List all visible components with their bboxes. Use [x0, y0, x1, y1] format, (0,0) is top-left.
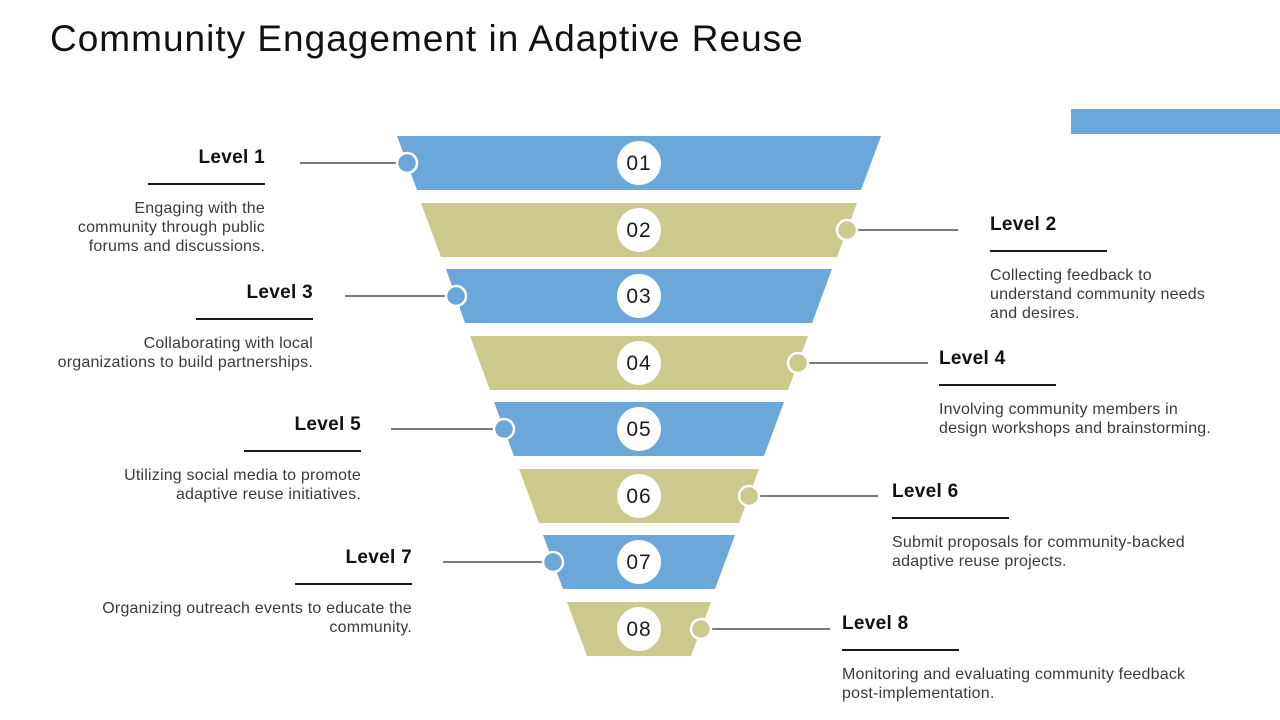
- segment-number-8: 08: [626, 618, 651, 641]
- level-block-8: Level 8 Monitoring and evaluating commun…: [842, 613, 1232, 703]
- level-2-label: Level 2: [990, 214, 1057, 235]
- level-8-label: Level 8: [842, 613, 909, 634]
- page-title: Community Engagement in Adaptive Reuse: [50, 18, 804, 59]
- connector-dot-8: [689, 617, 713, 641]
- number-badge-2: [617, 208, 661, 252]
- number-badge-1: [617, 141, 661, 185]
- level-7-label: Level 7: [345, 547, 412, 568]
- level-3-description: Collaborating with local organizations t…: [57, 335, 313, 371]
- level-4-underline: [939, 384, 1056, 386]
- level-5-label: Level 5: [294, 414, 361, 435]
- number-badge-8: [617, 607, 661, 651]
- level-8-underline: [842, 649, 959, 651]
- level-6-label: Level 6: [892, 481, 959, 502]
- level-block-7: Level 7 Organizing outreach events to ed…: [52, 547, 412, 637]
- connector-dot-2: [835, 218, 859, 242]
- level-block-1: Level 1 Engaging with the community thro…: [0, 147, 265, 256]
- level-7-underline: [295, 583, 412, 585]
- level-1-underline: [148, 183, 265, 185]
- segment-number-5: 05: [626, 418, 651, 441]
- segment-number-6: 06: [626, 485, 651, 508]
- level-block-2: Level 2 Collecting feedback to understan…: [990, 214, 1252, 323]
- number-badge-6: [617, 474, 661, 518]
- level-3-underline: [196, 318, 313, 320]
- level-5-description: Utilizing social media to promote adapti…: [124, 467, 361, 503]
- segment-number-1: 01: [626, 152, 651, 175]
- level-3-label: Level 3: [246, 282, 313, 303]
- connector-dot-5: [492, 417, 516, 441]
- level-block-5: Level 5 Utilizing social media to promot…: [61, 414, 361, 504]
- level-1-label: Level 1: [198, 147, 265, 168]
- segment-number-2: 02: [626, 219, 651, 242]
- level-block-4: Level 4 Involving community members in d…: [939, 348, 1239, 438]
- segment-number-7: 07: [626, 551, 651, 574]
- level-block-3: Level 3 Collaborating with local organiz…: [13, 282, 313, 372]
- number-badge-4: [617, 341, 661, 385]
- level-5-underline: [244, 450, 361, 452]
- level-2-description: Collecting feedback to understand commun…: [990, 267, 1206, 322]
- level-7-description: Organizing outreach events to educate th…: [102, 600, 412, 636]
- level-2-underline: [990, 250, 1107, 252]
- level-4-description: Involving community members in design wo…: [939, 401, 1212, 437]
- segment-number-4: 04: [626, 352, 651, 375]
- level-6-underline: [892, 517, 1009, 519]
- connector-dot-1: [395, 151, 419, 175]
- decor-accent-bar: [1071, 109, 1280, 134]
- connector-dot-7: [541, 550, 565, 574]
- level-6-description: Submit proposals for community-backed ad…: [892, 534, 1185, 570]
- number-badge-3: [617, 274, 661, 318]
- segment-number-3: 03: [626, 285, 651, 308]
- connector-dot-4: [786, 351, 810, 375]
- level-block-6: Level 6 Submit proposals for community-b…: [892, 481, 1222, 571]
- level-8-description: Monitoring and evaluating community feed…: [842, 666, 1186, 702]
- level-1-description: Engaging with the community through publ…: [77, 200, 265, 255]
- number-badge-7: [617, 540, 661, 584]
- number-badge-5: [617, 407, 661, 451]
- connector-dot-6: [737, 484, 761, 508]
- connector-dot-3: [444, 284, 468, 308]
- level-4-label: Level 4: [939, 348, 1006, 369]
